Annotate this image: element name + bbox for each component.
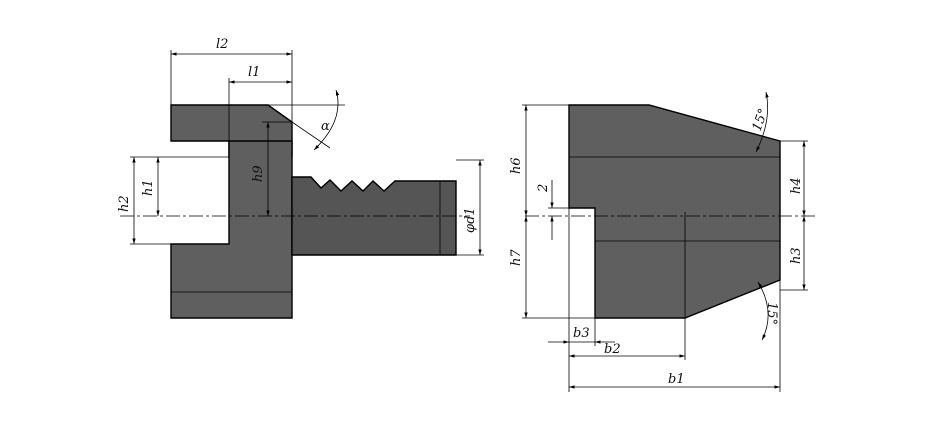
main-block: [170, 140, 293, 319]
angle-bottom-arc: [757, 281, 769, 341]
alpha-label: α: [321, 119, 330, 134]
angle-top-label: 15°: [750, 107, 772, 134]
angle-bottom-label: 15°: [764, 302, 779, 325]
h3-label: h3: [789, 247, 804, 264]
l2-label: l2: [216, 37, 228, 52]
h9-label: h9: [251, 165, 266, 182]
h4-label: h4: [789, 177, 804, 194]
h6-label: h6: [509, 157, 524, 174]
h7-label: h7: [509, 249, 524, 266]
front-view: h6 h7 2 15° h4 h3 15° b3 b2: [509, 91, 815, 392]
two-label: 2: [536, 184, 551, 193]
d1-label: φd1: [463, 207, 478, 233]
side-view: l2 l1 α h9 h2 h1 φd1: [117, 37, 484, 319]
b2-label: b2: [604, 342, 621, 357]
b1-label: b1: [668, 372, 685, 387]
angle-top-arc: [755, 91, 769, 153]
b3-label: b3: [573, 326, 590, 341]
h2-label: h2: [117, 195, 132, 212]
alpha-arc: [313, 89, 340, 151]
h1-label: h1: [141, 179, 156, 196]
front-block: [568, 104, 781, 319]
l1-label: l1: [248, 65, 260, 80]
